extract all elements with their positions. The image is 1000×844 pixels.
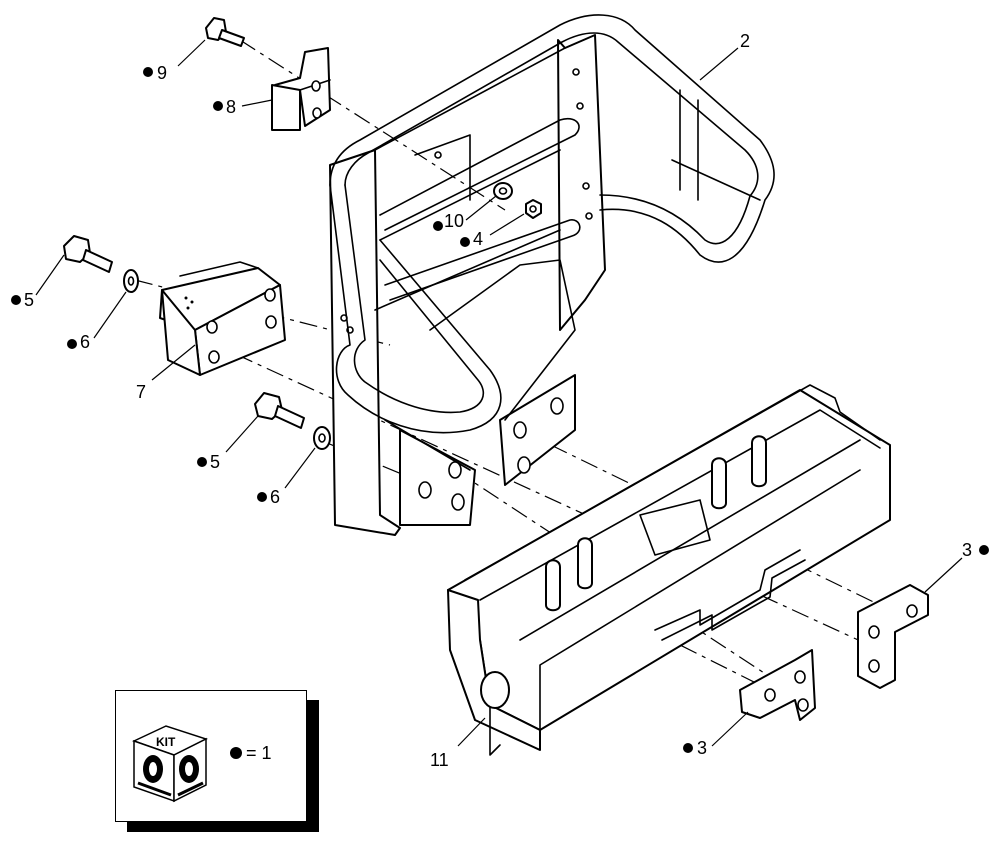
weight-carrier-11	[447, 384, 891, 756]
leader-lines	[35, 39, 963, 747]
nut-4	[525, 199, 542, 219]
kit-dot-9	[143, 67, 153, 77]
kit-cube-icon: KIT = 1	[132, 725, 272, 803]
kit-dot-8	[213, 101, 223, 111]
angle-bracket-8	[271, 47, 331, 131]
kit-dot-5-lower	[197, 457, 207, 467]
mounting-block-7	[159, 261, 286, 376]
callout-5-upper: 5	[24, 290, 34, 310]
kit-dot-4	[460, 237, 470, 247]
legend-equals-text: = 1	[246, 743, 272, 763]
callout-4: 4	[473, 229, 483, 249]
callout-7: 7	[136, 382, 146, 402]
kit-dot-10	[433, 221, 443, 231]
callout-5-lower: 5	[210, 452, 220, 472]
kit-badge-text: KIT	[156, 735, 176, 749]
front-bracket-frame	[329, 14, 775, 536]
kit-legend: KIT = 1	[115, 690, 307, 822]
callout-2: 2	[740, 31, 750, 51]
kit-dot-6-lower	[257, 492, 267, 502]
l-bracket-3-right	[857, 584, 929, 689]
callout-labels: 2 9 8 10 4 5 6 7 5 6 3 3 11	[11, 31, 989, 770]
callout-6-lower: 6	[270, 487, 280, 507]
kit-dot-3-left	[683, 743, 693, 753]
kit-dot-6-upper	[67, 339, 77, 349]
bolt-5-lower	[254, 392, 305, 429]
callout-9: 9	[157, 63, 167, 83]
callout-8: 8	[226, 97, 236, 117]
callout-6-upper: 6	[80, 332, 90, 352]
bolt-9	[205, 17, 245, 47]
callout-11: 11	[430, 750, 449, 770]
kit-dot-3-right	[979, 545, 989, 555]
washer-6-lower	[313, 426, 331, 450]
washer-10	[493, 182, 513, 200]
kit-dot-5-upper	[11, 295, 21, 305]
callout-3-right: 3	[962, 540, 972, 560]
bolt-5-upper	[63, 235, 113, 273]
callout-3-left: 3	[697, 738, 707, 758]
l-bracket-3-left	[739, 649, 816, 721]
callout-10: 10	[444, 211, 464, 231]
washer-6-upper	[123, 269, 139, 293]
legend-dot	[230, 747, 242, 759]
